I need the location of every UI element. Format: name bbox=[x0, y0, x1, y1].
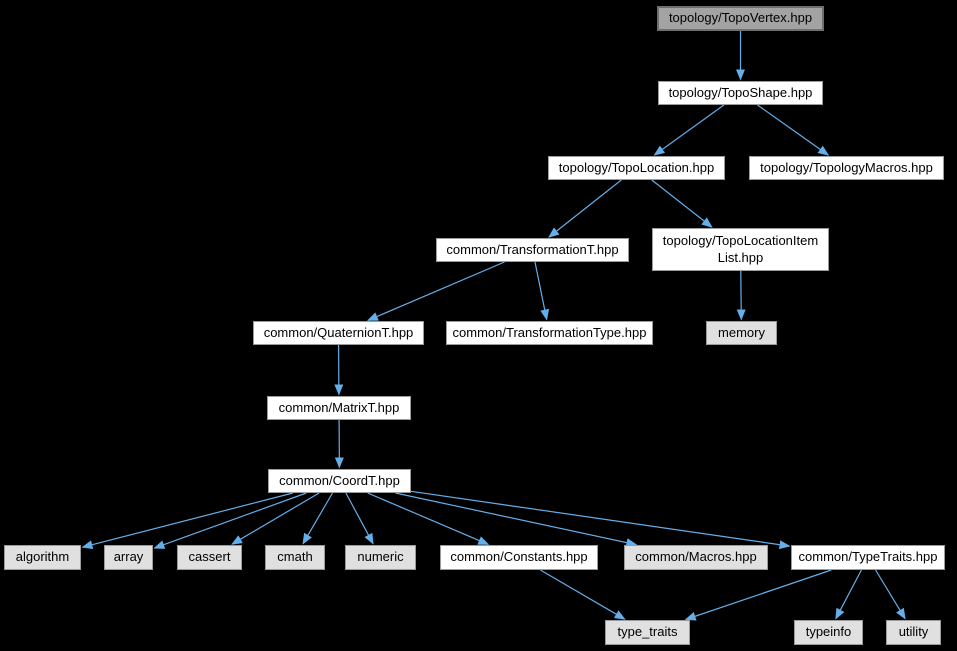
node-array[interactable]: array bbox=[104, 545, 153, 570]
edge-typetraits-to-utility bbox=[875, 569, 906, 620]
node-label: numeric bbox=[357, 549, 404, 565]
edge-coord-t-to-numeric bbox=[345, 492, 374, 545]
edge-transformation-t-to-transformation-type bbox=[534, 261, 550, 321]
node-topo-vertex[interactable]: topology/TopoVertex.hpp bbox=[657, 6, 824, 31]
node-macros[interactable]: common/Macros.hpp bbox=[624, 545, 768, 570]
node-label: topology/TopoShape.hpp bbox=[668, 84, 813, 100]
node-cmath[interactable]: cmath bbox=[265, 545, 325, 570]
node-cassert[interactable]: cassert bbox=[177, 545, 242, 570]
node-label: common/TransformationType.hpp bbox=[452, 324, 647, 340]
node-label: cmath bbox=[277, 549, 313, 565]
node-label: typeinfo bbox=[805, 624, 852, 640]
node-transformation-type[interactable]: common/TransformationType.hpp bbox=[446, 321, 653, 345]
node-label: common/Constants.hpp bbox=[450, 549, 588, 565]
node-topology-macros[interactable]: topology/TopologyMacros.hpp bbox=[749, 156, 944, 180]
node-typeinfo[interactable]: typeinfo bbox=[794, 620, 863, 645]
node-label: List.hpp bbox=[717, 249, 764, 265]
node-topo-location[interactable]: topology/TopoLocation.hpp bbox=[548, 156, 725, 180]
edge-coord-t-to-cmath bbox=[302, 492, 334, 545]
edge-coord-t-to-constants bbox=[367, 492, 490, 545]
node-label: common/CoordT.hpp bbox=[279, 472, 400, 488]
edge-typetraits-to-type-traits bbox=[684, 569, 832, 621]
edge-topo-location-to-topo-location-item-list bbox=[651, 179, 713, 228]
node-utility[interactable]: utility bbox=[886, 620, 941, 645]
edge-coord-t-to-macros bbox=[395, 492, 638, 548]
edge-topo-shape-to-topology-macros bbox=[757, 104, 830, 156]
node-label: topology/TopoLocationItem bbox=[662, 233, 819, 249]
node-coord-t[interactable]: common/CoordT.hpp bbox=[268, 469, 411, 493]
node-topo-shape[interactable]: topology/TopoShape.hpp bbox=[658, 81, 823, 105]
node-typetraits[interactable]: common/TypeTraits.hpp bbox=[791, 545, 945, 570]
node-label: common/Macros.hpp bbox=[635, 549, 757, 565]
node-label: common/TransformationT.hpp bbox=[446, 241, 619, 257]
node-label: array bbox=[113, 549, 144, 565]
edge-topo-location-to-transformation-t bbox=[548, 179, 622, 238]
node-memory[interactable]: memory bbox=[706, 321, 777, 345]
node-label: common/MatrixT.hpp bbox=[278, 399, 400, 415]
node-matrix-t[interactable]: common/MatrixT.hpp bbox=[267, 396, 411, 420]
edge-transformation-t-to-quaternion-t bbox=[366, 261, 505, 321]
node-label: topology/TopoLocation.hpp bbox=[558, 159, 715, 175]
node-label: cassert bbox=[188, 549, 231, 565]
node-label: topology/TopologyMacros.hpp bbox=[760, 159, 933, 175]
edge-coord-t-to-algorithm bbox=[81, 492, 294, 550]
node-label: algorithm bbox=[15, 549, 70, 565]
node-algorithm[interactable]: algorithm bbox=[4, 545, 81, 570]
edge-coord-t-to-array bbox=[153, 492, 307, 549]
node-label: common/QuaternionT.hpp bbox=[263, 324, 414, 340]
node-constants[interactable]: common/Constants.hpp bbox=[440, 545, 598, 570]
node-label: common/TypeTraits.hpp bbox=[798, 549, 938, 565]
edge-topo-location-item-list-to-memory bbox=[736, 270, 746, 321]
node-numeric[interactable]: numeric bbox=[345, 545, 416, 570]
node-type-traits[interactable]: type_traits bbox=[605, 620, 690, 645]
node-label: type_traits bbox=[617, 624, 678, 640]
node-label: memory bbox=[718, 324, 765, 340]
edge-constants-to-type-traits bbox=[540, 569, 626, 620]
edge-coord-t-to-typetraits bbox=[410, 490, 791, 550]
edge-coord-t-to-cassert bbox=[231, 492, 320, 545]
node-transformation-t[interactable]: common/TransformationT.hpp bbox=[436, 238, 629, 262]
edge-topo-shape-to-topo-location bbox=[653, 104, 725, 156]
node-quaternion-t[interactable]: common/QuaternionT.hpp bbox=[253, 321, 424, 345]
node-label: topology/TopoVertex.hpp bbox=[668, 10, 813, 26]
node-label: utility bbox=[898, 624, 929, 640]
edges-group bbox=[81, 31, 906, 621]
edge-typetraits-to-typeinfo bbox=[835, 569, 862, 620]
